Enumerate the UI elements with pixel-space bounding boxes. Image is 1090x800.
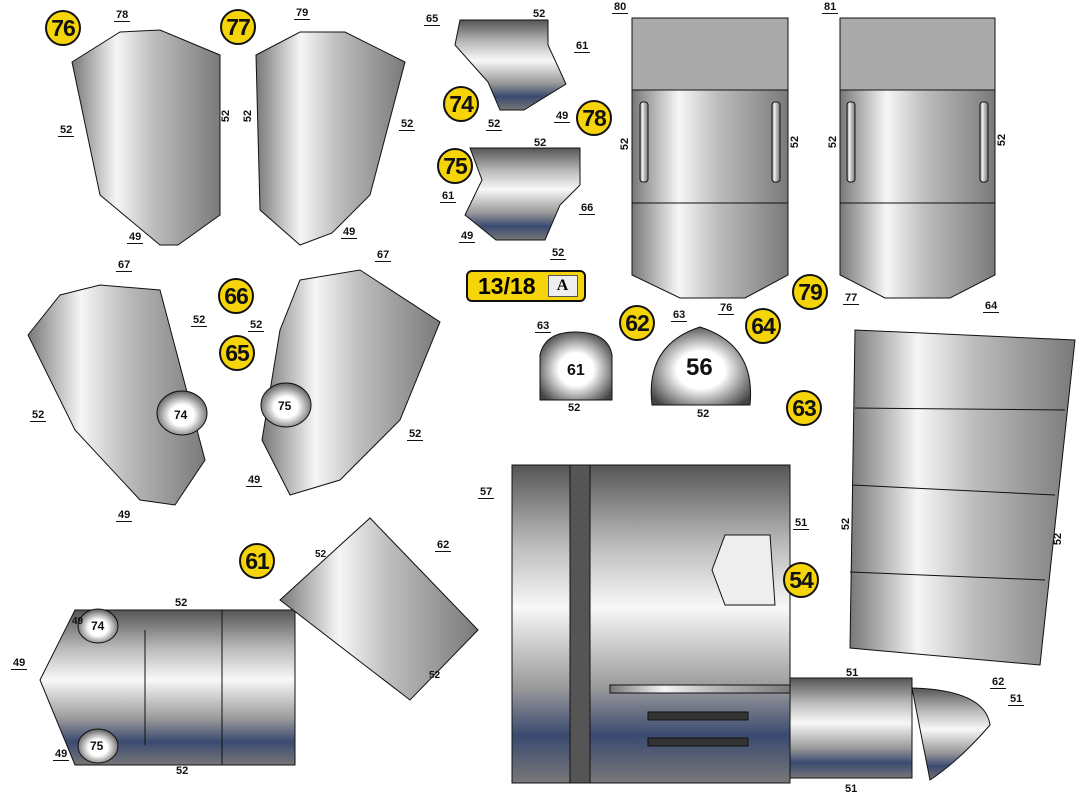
edge-label: 49 <box>246 474 263 487</box>
edge-label: 52 <box>176 765 189 777</box>
edge-label: 63 <box>535 320 552 333</box>
part-badge-78: 78 <box>576 100 612 136</box>
edge-label: 65 <box>424 13 441 26</box>
vertical-edge-label: 52 <box>619 137 632 151</box>
part-badge-62: 62 <box>619 305 655 341</box>
edge-label: 52 <box>697 408 710 420</box>
part-78 <box>631 17 789 299</box>
edge-label: 51 <box>846 667 859 679</box>
part-62 <box>539 331 613 401</box>
edge-label: 49 <box>127 231 144 244</box>
edge-label: 61 <box>574 40 591 53</box>
edge-label: 52 <box>550 247 567 260</box>
edge-label: 66 <box>579 202 596 215</box>
edge-label: 52 <box>248 319 265 332</box>
edge-label: 52 <box>175 597 188 609</box>
edge-label: 52 <box>407 428 424 441</box>
edge-label: 52 <box>191 314 208 327</box>
part-63 <box>849 329 1076 666</box>
part-badge-65: 65 <box>219 335 255 371</box>
part-77 <box>255 31 406 246</box>
edge-label: 63 <box>671 309 688 322</box>
vertical-edge-label: 52 <box>789 135 802 149</box>
edge-label: 52 <box>315 549 327 560</box>
inner-label: 75 <box>90 739 104 753</box>
edge-label: 62 <box>990 676 1007 689</box>
edge-label: 52 <box>568 402 581 414</box>
part-badge-64: 64 <box>745 308 781 344</box>
part-badge-74: 74 <box>443 86 479 122</box>
edge-label: 77 <box>843 292 860 305</box>
edge-label: 49 <box>116 509 133 522</box>
part-61-assembly <box>39 517 479 766</box>
edge-label: 64 <box>983 300 1000 313</box>
edge-label: 49 <box>72 616 84 627</box>
edge-label: 80 <box>612 1 629 14</box>
edge-label: 49 <box>53 748 70 761</box>
part-badge-61: 61 <box>239 543 275 579</box>
vertical-edge-label: 52 <box>996 133 1009 147</box>
edge-label: 76 <box>718 302 735 315</box>
part-65 <box>260 269 441 496</box>
sheet-letter: A <box>547 275 578 297</box>
part-64 <box>650 326 752 406</box>
edge-label: 51 <box>793 517 810 530</box>
edge-label: 52 <box>534 137 547 149</box>
part-badge-79: 79 <box>792 274 828 310</box>
edge-label: 52 <box>399 118 416 131</box>
edge-label: 67 <box>375 249 392 262</box>
edge-label: 49 <box>11 657 28 670</box>
edge-label: 81 <box>822 1 839 14</box>
part-75 <box>464 147 581 241</box>
part-badge-76: 76 <box>45 10 81 46</box>
part-badge-75: 75 <box>437 148 473 184</box>
edge-label: 78 <box>114 9 131 22</box>
edge-label: 52 <box>30 409 47 422</box>
part-badge-66: 66 <box>218 278 254 314</box>
edge-label: 51 <box>845 783 858 795</box>
part-57 <box>511 464 791 784</box>
inner-label: 74 <box>174 408 188 422</box>
edge-label: 49 <box>459 230 476 243</box>
part-76 <box>71 29 221 246</box>
edge-label: 52 <box>533 8 546 20</box>
inner-label: 75 <box>278 399 292 413</box>
part-badge-77: 77 <box>220 9 256 45</box>
edge-label: 52 <box>486 118 503 131</box>
edge-label: 61 <box>440 190 457 203</box>
edge-label: 49 <box>554 110 571 123</box>
edge-label: 57 <box>478 486 495 499</box>
edge-label: 67 <box>116 259 133 272</box>
page-number: 13/18 <box>478 272 536 299</box>
part-51-tube <box>789 677 991 781</box>
vertical-edge-label: 52 <box>1052 532 1065 546</box>
part-badge-54: 54 <box>783 562 819 598</box>
vertical-edge-label: 52 <box>220 109 233 123</box>
part-79 <box>839 17 996 299</box>
page-number-badge: 13/18 A <box>466 270 586 302</box>
part-badge-63: 63 <box>786 390 822 426</box>
inner-label: 61 <box>567 362 585 379</box>
vertical-edge-label: 52 <box>840 517 853 531</box>
edge-label: 52 <box>58 124 75 137</box>
edge-label: 62 <box>435 539 452 552</box>
edge-label: 49 <box>341 226 358 239</box>
edge-label: 79 <box>294 7 311 20</box>
part-66 <box>27 284 208 506</box>
edge-label: 51 <box>1008 693 1025 706</box>
inner-label: 56 <box>686 354 713 381</box>
part-74 <box>454 19 567 111</box>
vertical-edge-label: 52 <box>242 109 255 123</box>
inner-label: 74 <box>91 619 105 633</box>
edge-label: 52 <box>429 670 441 681</box>
vertical-edge-label: 52 <box>827 135 840 149</box>
